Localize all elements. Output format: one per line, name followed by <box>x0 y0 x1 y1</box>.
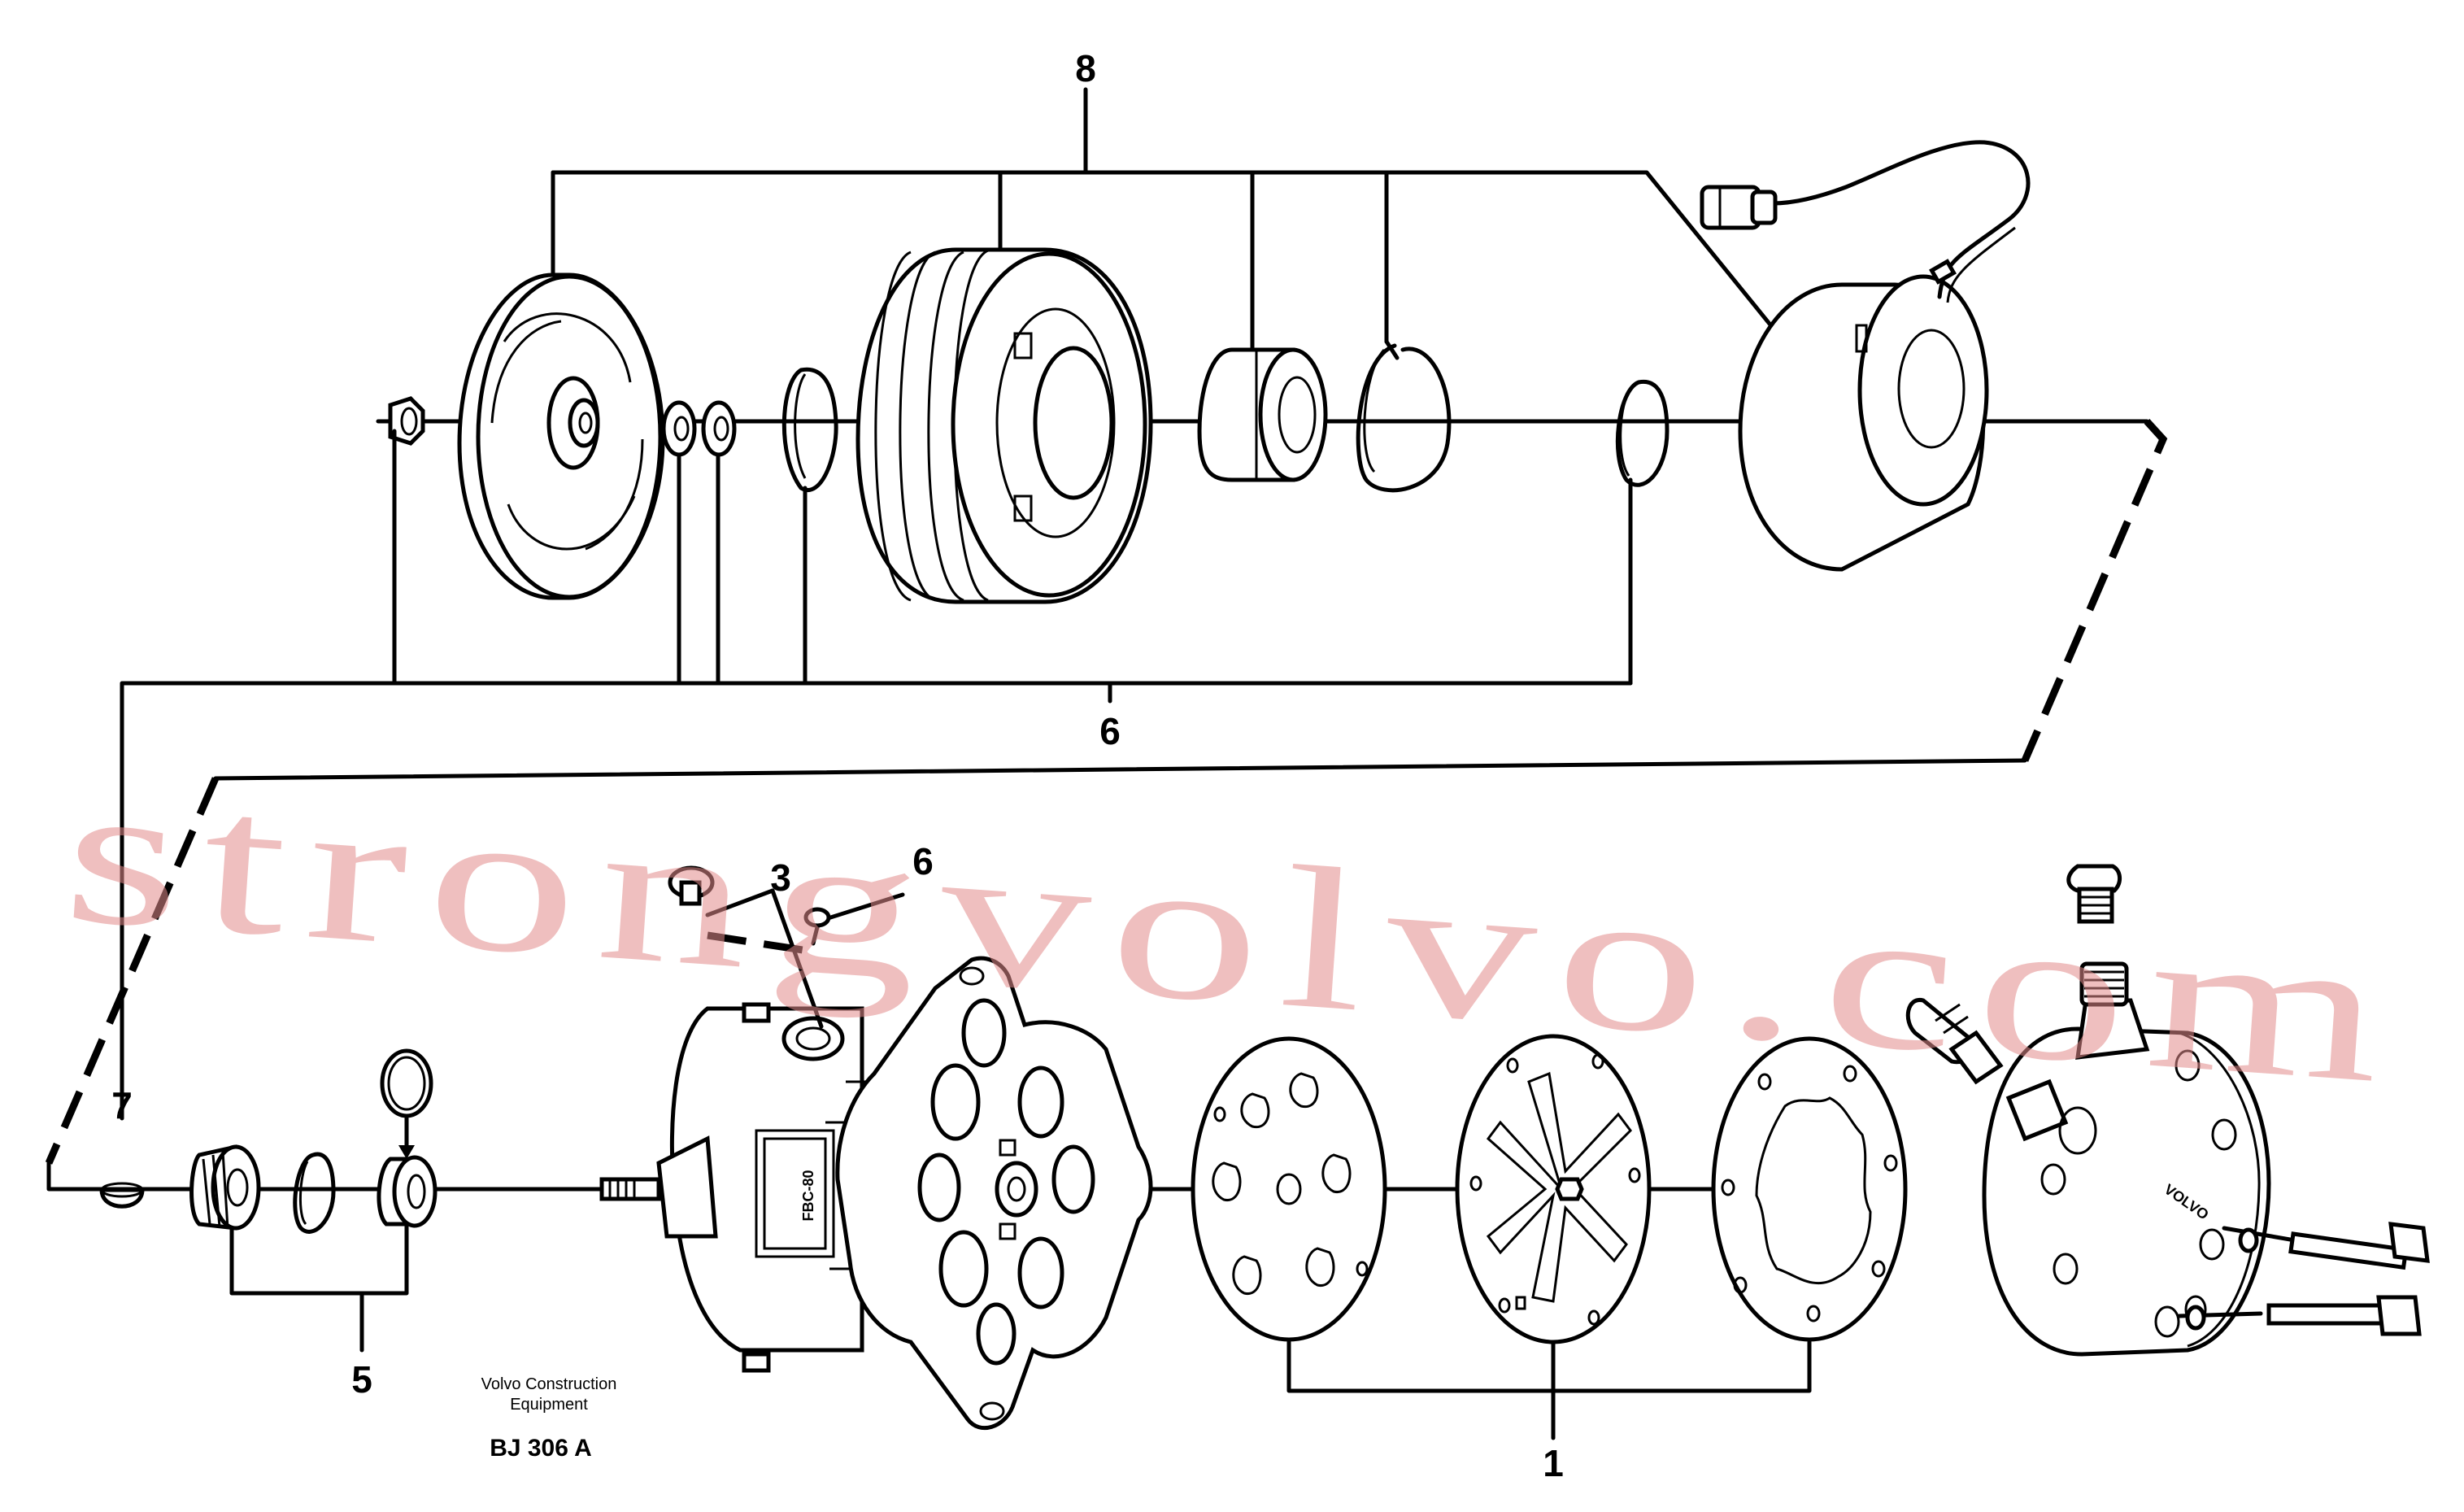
head-bolt-2 <box>2177 1295 2422 1336</box>
callout-5: 5 <box>351 1358 372 1401</box>
shaft-key <box>99 1182 145 1209</box>
diagram-caption: Volvo Construction Equipment BJ 306 A <box>481 1375 617 1462</box>
callout-6-bottom: 6 <box>912 840 934 882</box>
svg-text:FBC-80: FBC-80 <box>800 1170 816 1221</box>
clutch-front-plate <box>457 272 665 600</box>
nut <box>376 396 425 446</box>
drawing-code: BJ 306 A <box>490 1435 592 1462</box>
field-coil <box>1738 274 1989 572</box>
head-gasket <box>1711 1036 1908 1342</box>
seal-snap-ring <box>293 1152 336 1234</box>
leaders-3-6 <box>668 865 905 1029</box>
compressor-body: FBC-80 <box>599 1002 866 1373</box>
caption-line-1: Volvo Construction <box>481 1375 617 1393</box>
snap-ring-small <box>781 367 838 492</box>
valve-plate-gasket <box>1191 1036 1387 1342</box>
seal-seat <box>377 1155 438 1228</box>
snap-ring-large <box>1356 339 1452 493</box>
fitting-side <box>1905 998 2004 1085</box>
o-ring <box>380 1048 433 1159</box>
cylinder-head: VOLVO <box>1982 961 2271 1357</box>
snap-ring-coil <box>1615 379 1670 487</box>
coil-wire-connector <box>1700 140 2031 303</box>
fitting-upper <box>2066 864 2122 924</box>
reed-valve-plate <box>1455 1034 1652 1344</box>
caption-line-2: Equipment <box>510 1396 588 1414</box>
callout-6-top: 6 <box>1099 710 1121 752</box>
bracket-6-top <box>120 429 1633 1121</box>
callout-7: 7 <box>111 1084 133 1126</box>
spacer-washer-2 <box>701 400 737 457</box>
spacer-washer-1 <box>661 400 697 457</box>
pulley-bearing <box>1197 347 1328 482</box>
compressor-assembly: FBC-80 <box>99 864 2430 1440</box>
compressor-front-flange <box>835 956 1153 1431</box>
bracket-5 <box>229 1222 409 1353</box>
bracket-8 <box>551 87 1800 360</box>
shaft-seal <box>189 1144 261 1231</box>
head-bolt-1 <box>2222 1222 2430 1270</box>
clutch-pulley <box>855 247 1153 604</box>
callout-1: 1 <box>1543 1442 1564 1484</box>
callout-3: 3 <box>770 856 791 899</box>
bracket-1 <box>1286 1340 1812 1440</box>
clutch-assembly <box>376 87 2149 604</box>
callout-8: 8 <box>1075 47 1096 89</box>
